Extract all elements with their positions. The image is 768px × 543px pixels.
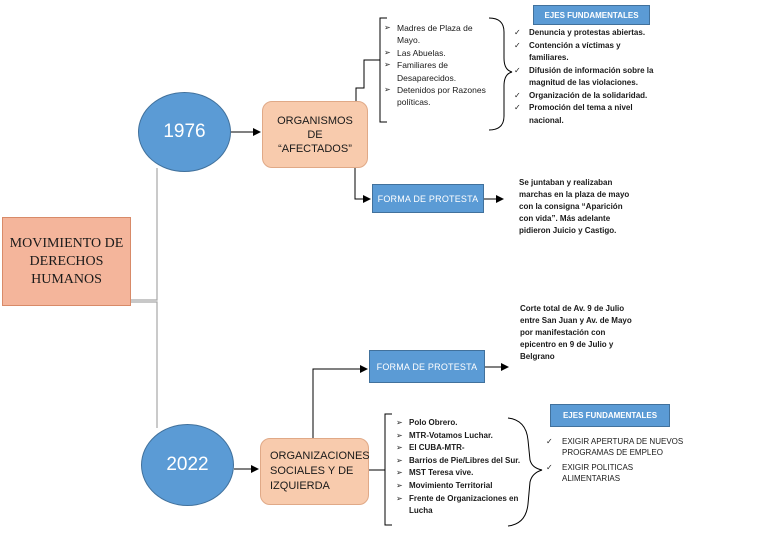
org-1976-line-3: “AFECTADOS” xyxy=(278,142,352,155)
ejes-1976-header: EJES FUNDAMENTALES xyxy=(533,5,650,25)
list-item: ➢MTR-Votamos Luchar. xyxy=(396,430,536,443)
members2-brace-right xyxy=(507,417,543,527)
members2-bracket-left xyxy=(384,413,392,526)
ejes-2022-header: EJES FUNDAMENTALES xyxy=(550,404,670,427)
ejes-2022-title: EJES FUNDAMENTALES xyxy=(562,411,658,420)
arrow-bullet-icon: ➢ xyxy=(384,85,391,95)
arrow-bullet-icon: ➢ xyxy=(396,443,403,453)
arrow-org1-to-protest xyxy=(354,168,371,203)
list-item: ➢Las Abuelas. xyxy=(384,47,446,58)
checkmark-icon: ✓ xyxy=(514,65,521,75)
arrow-bullet-icon: ➢ xyxy=(396,493,403,503)
arrow-bullet-icon: ➢ xyxy=(384,60,391,70)
checkmark-icon: ✓ xyxy=(546,463,553,472)
members1-brace-right xyxy=(488,17,513,131)
list-item: ✓EXIGIR POLITICAS ALIMENTARIAS xyxy=(546,463,634,483)
list-item: ➢Frente de Organizaciones en Lucha xyxy=(396,493,519,516)
arrow-org2-to-protest xyxy=(312,365,368,438)
members-1976-list: ➢Madres de Plaza de Mayo. ➢Las Abuelas. … xyxy=(384,22,492,109)
checkmark-icon: ✓ xyxy=(514,40,521,50)
protest-1976-box: FORMA DE PROTESTA xyxy=(372,184,484,213)
checkmark-icon: ✓ xyxy=(546,437,553,446)
main-topic-title: MOVIMIENTO DE DERECHOS HUMANOS xyxy=(9,235,124,287)
list-item: ➢Familiares de Desaparecidos. xyxy=(384,60,457,83)
list-item: ✓Organización de la solidaridad. xyxy=(514,90,662,103)
checkmark-icon: ✓ xyxy=(514,103,521,112)
org-1976-line-2: DE xyxy=(307,128,323,141)
list-item: ➢Detenidos por Razones políticas. xyxy=(384,85,486,108)
list-item: ➢Barrios de Pie/Libres del Sur. xyxy=(396,455,536,468)
list-item: ➢Movimiento Territorial xyxy=(396,480,536,493)
ejes-1976-title: EJES FUNDAMENTALES xyxy=(544,10,639,20)
year-1976-circle: 1976 xyxy=(138,92,231,172)
org-1976-line-1: ORGANISMOS xyxy=(277,114,353,127)
org-1976-box: ORGANISMOS DE “AFECTADOS” xyxy=(262,101,368,168)
protest-2022-description: Corte total de Av. 9 de Julio entre San … xyxy=(520,304,632,361)
main-topic-box: MOVIMIENTO DE DERECHOS HUMANOS xyxy=(2,217,131,306)
arrow-bullet-icon: ➢ xyxy=(384,47,391,57)
list-item: ➢Polo Obrero. xyxy=(396,417,536,430)
list-item: ➢MST Teresa vive. xyxy=(396,467,536,480)
ejes-2022-list: ✓EXIGIR APERTURA DE NUEVOS PROGRAMAS DE … xyxy=(546,436,686,488)
protest-2022-label: FORMA DE PROTESTA xyxy=(376,361,478,372)
protest-1976-description: Se juntaban y realizaban marchas en la p… xyxy=(519,178,630,235)
list-item: ➢Madres de Plaza de Mayo. xyxy=(384,23,473,46)
list-item: ➢El CUBA-MTR- xyxy=(396,442,536,455)
list-item: ✓Contención a víctimas y familiares. xyxy=(514,40,621,63)
members-2022-list: ➢Polo Obrero. ➢MTR-Votamos Luchar. ➢El C… xyxy=(396,417,536,518)
list-item: ✓Promoción del tema a nivel nacional. xyxy=(514,103,633,125)
year-2022-circle: 2022 xyxy=(141,424,234,506)
main-to-2022-connector xyxy=(131,301,158,428)
year-2022-label: 2022 xyxy=(166,454,209,475)
checkmark-icon: ✓ xyxy=(514,28,521,37)
arrow-bullet-icon: ➢ xyxy=(396,455,403,465)
members1-bracket-left xyxy=(379,17,387,123)
protest-1976-label: FORMA DE PROTESTA xyxy=(377,193,479,204)
org-2022-box: ORGANIZACIONES SOCIALES Y DE IZQUIERDA xyxy=(260,438,370,505)
org-2022-label: ORGANIZACIONES SOCIALES Y DE IZQUIERDA xyxy=(270,450,370,492)
list-item: ✓Difusión de información sobre la magnit… xyxy=(514,65,654,88)
arrow-bullet-icon: ➢ xyxy=(396,468,403,478)
arrow-bullet-icon: ➢ xyxy=(384,23,391,32)
main-to-1976-connector xyxy=(131,168,158,301)
org1-to-members-connector xyxy=(355,59,380,101)
list-item: ✓EXIGIR APERTURA DE NUEVOS PROGRAMAS DE … xyxy=(546,437,684,457)
protest-2022-box: FORMA DE PROTESTA xyxy=(369,350,485,383)
ejes-1976-list: ✓Denuncia y protestas abiertas. ✓Contenc… xyxy=(514,27,662,127)
checkmark-icon: ✓ xyxy=(514,90,521,100)
list-item: ✓Denuncia y protestas abiertas. xyxy=(514,27,662,40)
arrow-bullet-icon: ➢ xyxy=(396,430,403,440)
year-1976-label: 1976 xyxy=(163,121,206,142)
arrow-bullet-icon: ➢ xyxy=(396,418,403,427)
arrow-bullet-icon: ➢ xyxy=(396,480,403,490)
